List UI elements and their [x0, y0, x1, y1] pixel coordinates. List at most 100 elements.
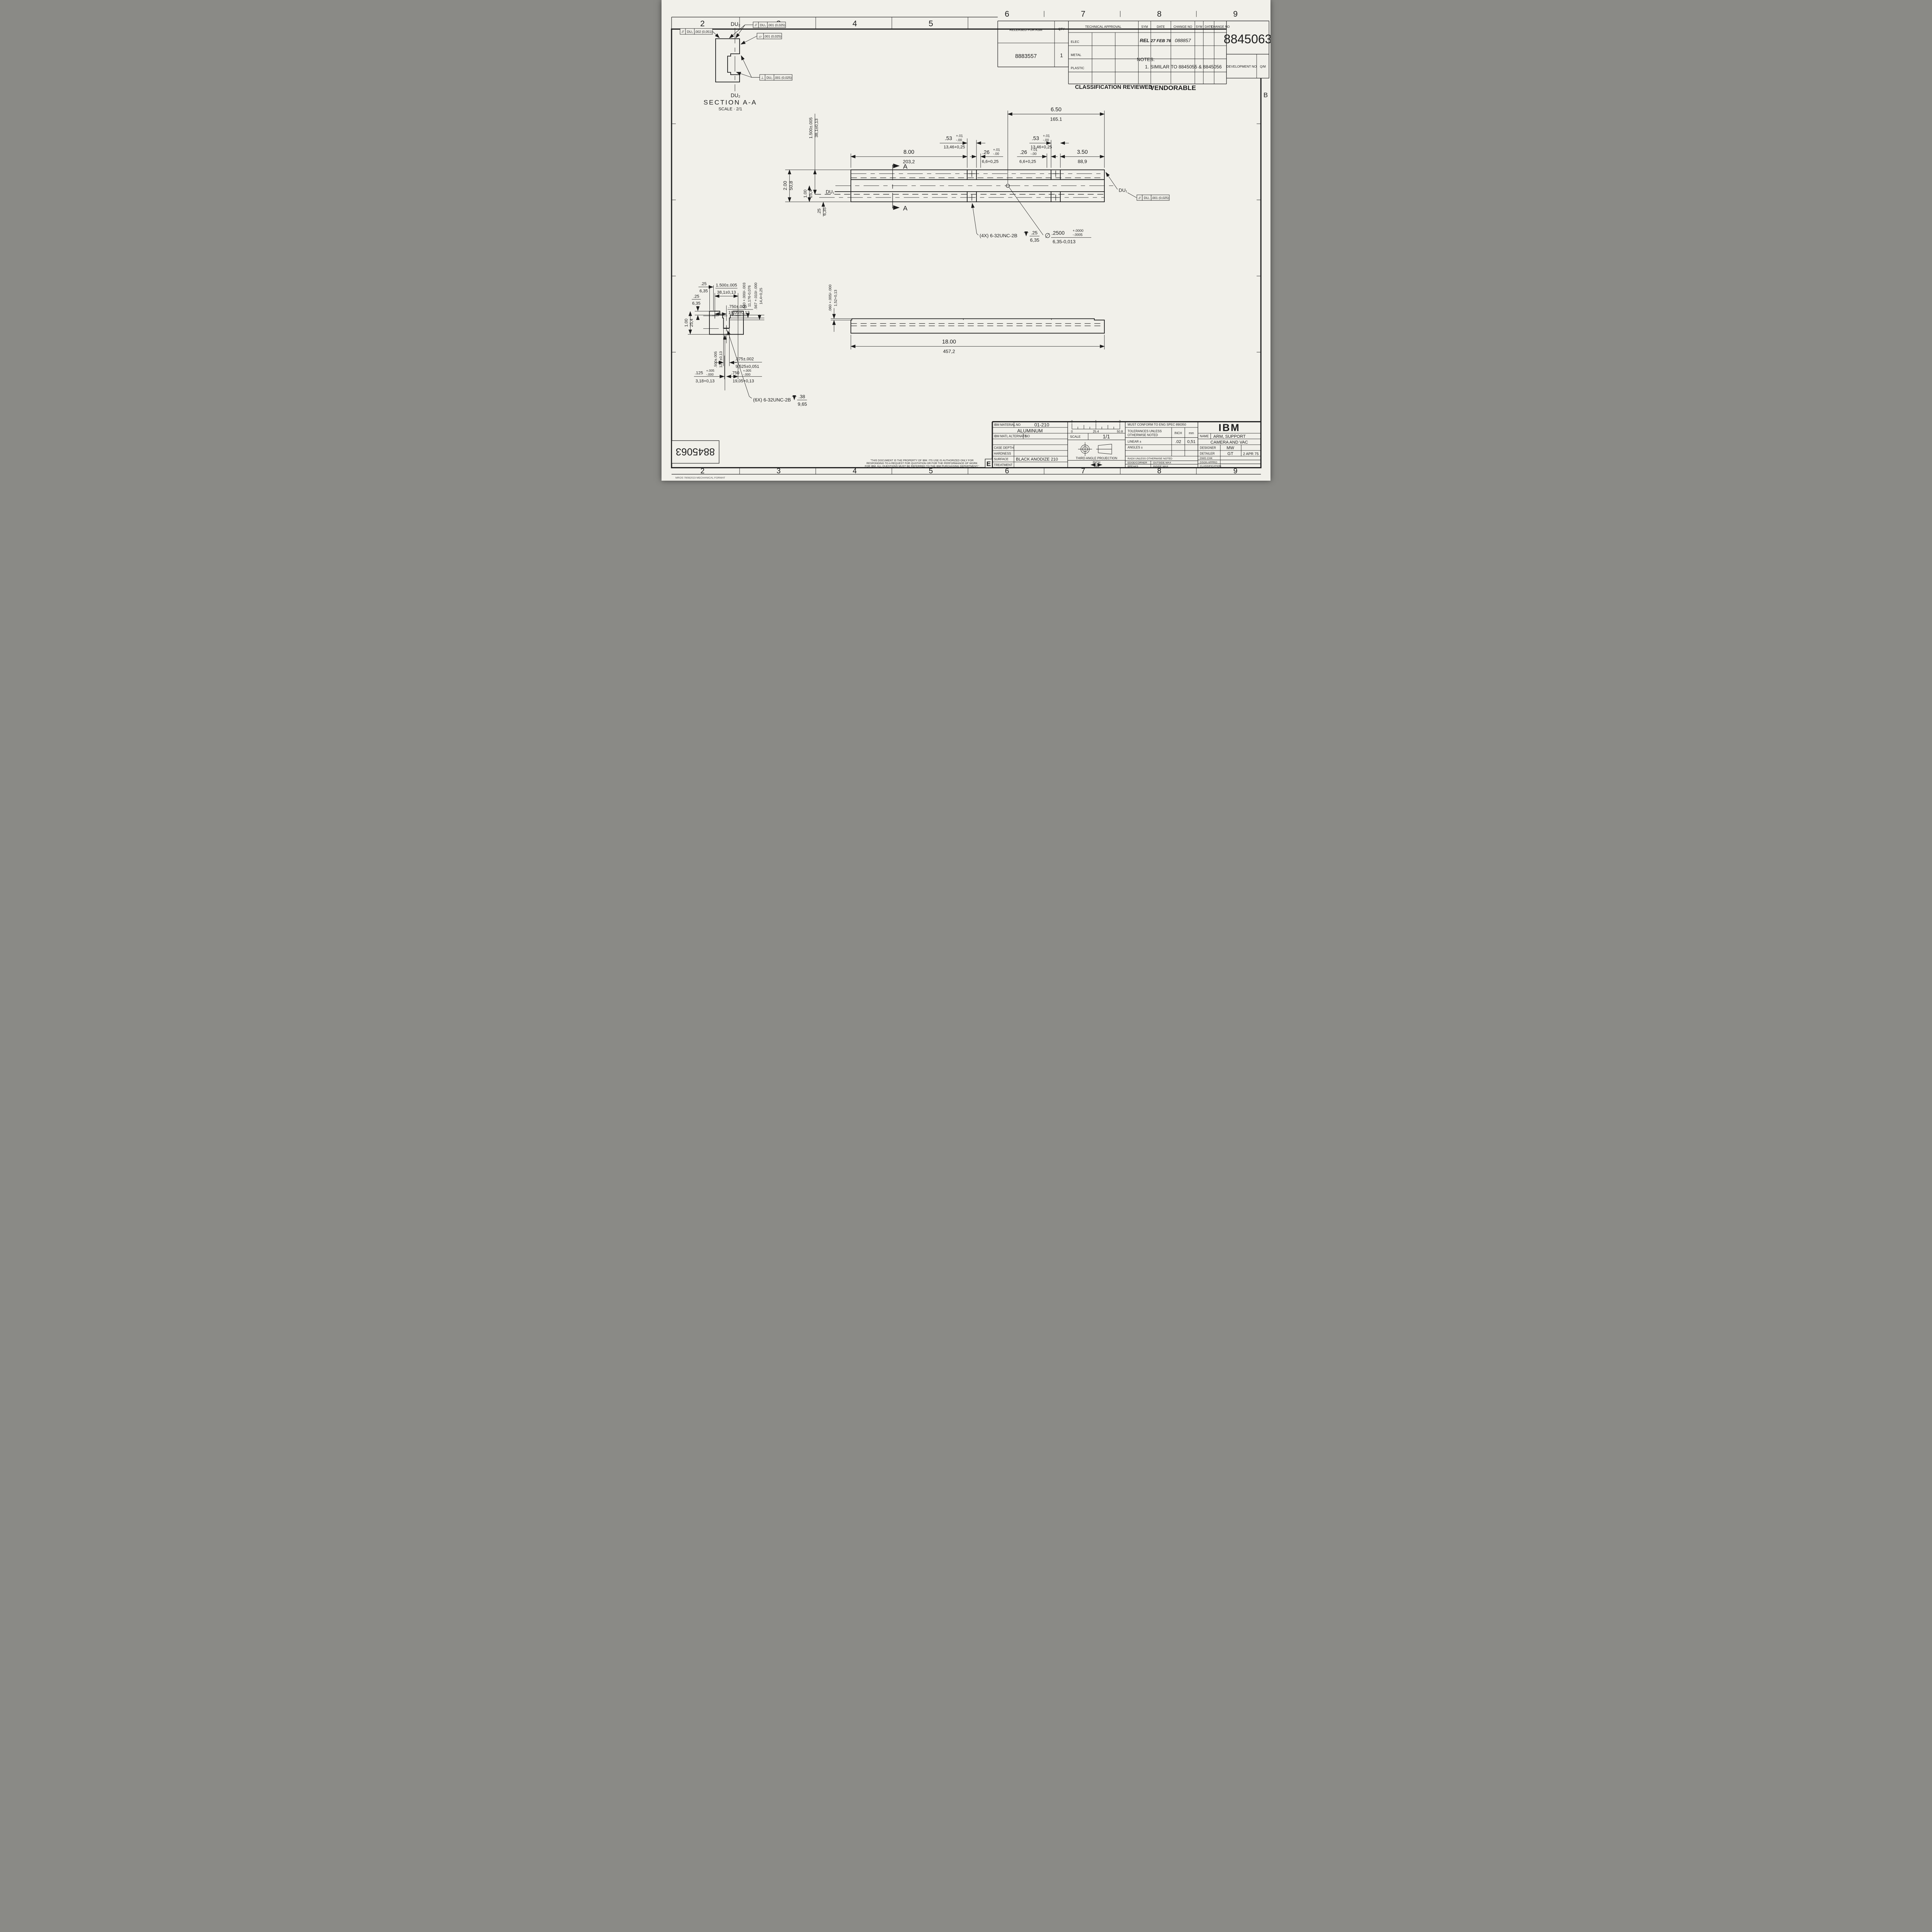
- dim-26L-mm: 6,6+0,25: [982, 159, 998, 164]
- projection-label: THIRD ANGLE PROJECTION: [1076, 456, 1117, 460]
- ruler-in-2: 2: [1119, 420, 1121, 423]
- technical-approval-label: TECHNICAL APPROVAL: [1085, 25, 1121, 29]
- surface-label: SURFACE: [994, 457, 1009, 461]
- fcf-datum: DU₂: [767, 76, 772, 80]
- fcf-tol: .001 (0,025): [1151, 196, 1169, 200]
- fcf-perpendicular: ⊥ DU₂ .001 (0,025): [736, 55, 793, 81]
- fcf-datum: DU₂: [687, 30, 693, 34]
- dim-125-minus: -.000: [706, 372, 714, 376]
- ruler-mm-1: 25.4: [1093, 430, 1099, 433]
- dim-100ev-mm: 25,4: [689, 319, 694, 327]
- mm-label-mid: mm: [1094, 464, 1099, 468]
- part-name-line1: ARM, SUPPORT: [1213, 434, 1246, 439]
- depth-symbol-icon: [792, 395, 797, 400]
- zone-top-7: 7: [1081, 10, 1085, 19]
- dim-125-plus: +.005: [706, 369, 715, 372]
- end-view: .25 6,35 1.500±.005 38,1±0,13 .750±.005 …: [684, 282, 807, 407]
- fcf-datum: DU₂: [760, 23, 766, 27]
- diameter-icon: ∅: [1045, 232, 1051, 239]
- dim-25top-in: .25: [701, 282, 706, 286]
- zone-bottom-2: 2: [701, 467, 705, 475]
- zone-bottom-8: 8: [1157, 467, 1162, 475]
- fcf-du1: // DU₁ .001 (0,025): [1136, 194, 1170, 201]
- fcf-parallel-051: // DU₂ .002 (0,051): [680, 28, 720, 38]
- scale-ruler: 0 1 2 0 25.4 50.8: [1071, 420, 1123, 433]
- detailer-label: DETAILER: [1200, 452, 1215, 455]
- zone-letter-b: B: [1264, 91, 1268, 99]
- parallel-icon: //: [681, 30, 684, 34]
- tap-callout-4x: (4X) 6-32UNC-2B .25 6,35: [971, 203, 1040, 243]
- zone-top-9: 9: [1233, 10, 1238, 19]
- section-aa: DU₂ DU₂ // DU₂ .002 (0,051) // DU₂ .001 …: [680, 21, 793, 111]
- zone-bottom-9: 9: [1233, 467, 1238, 475]
- dim-26L-in: .26: [982, 149, 990, 155]
- tol-col-mm: mm: [1189, 431, 1194, 435]
- datum-du2-bottom: DU₂: [731, 92, 740, 98]
- dowel-hole: [1006, 184, 1010, 188]
- outside-max-label: OUTSIDE MAX: [1153, 462, 1171, 464]
- row-metal: METAL: [1071, 53, 1082, 57]
- dim-25top-mm: 6,35: [699, 289, 707, 294]
- ibm-material-label: IBM MATERIAL: [994, 423, 1015, 427]
- dim-53L-mm: 13,46+0,25: [944, 145, 965, 150]
- dim-26L-minus: -.00: [993, 152, 999, 156]
- ruler-mm-2: 50.8: [1117, 430, 1123, 433]
- dim-53R-minus: -.00: [1043, 138, 1049, 142]
- dim-1500ev-in: 1.500±.005: [716, 283, 737, 287]
- tol-col-inch: INCH: [1174, 431, 1182, 435]
- qty-value: 1: [1060, 53, 1063, 58]
- sym-header-2: SYM: [1196, 25, 1203, 29]
- zone-bottom-7: 7: [1081, 467, 1085, 475]
- material-no-value: 01-210: [1034, 422, 1049, 427]
- change-no-header-2: CHANGE NO: [1211, 25, 1230, 29]
- detail-date: 2 APR 75: [1243, 452, 1259, 456]
- zone-top-5: 5: [929, 19, 933, 28]
- linear-inch-value: .02: [1175, 439, 1181, 444]
- fcf-tol: .001 (0,025): [768, 23, 785, 27]
- radii-label: RADII UNLESS OTHERWISE NOTED: [1128, 457, 1172, 460]
- dim-200-in: 2.00: [782, 181, 788, 190]
- dim-53R-plus: +.01: [1043, 134, 1050, 138]
- dim-750bot-plus: +.005: [743, 369, 752, 372]
- dim-25side-mm: 6,35: [692, 301, 700, 306]
- zone-top-2: 2: [700, 19, 705, 28]
- released-for-asm-value: 8883557: [1015, 53, 1037, 60]
- linear-label: LINEAR ±: [1128, 440, 1141, 443]
- bottom-view: .060 +.005/-.000 1,52+0,13 18.00 457,2: [828, 284, 1105, 354]
- perpendicular-icon: ⊥: [761, 76, 764, 80]
- dim-8in: 8.00: [903, 149, 914, 155]
- footer: 8845063 MROS 78082023 MECHANICAL FORMAT: [672, 440, 725, 479]
- dim-750bot-mm: 19,05+0,13: [733, 379, 754, 383]
- dim-26R-plus: +.01: [1031, 148, 1037, 151]
- dim-060-in: .060 +.005/-.000: [828, 284, 833, 311]
- dim-375-mm: 9,525±0,051: [736, 364, 759, 369]
- dim-750top-in: .750±.005: [728, 304, 747, 309]
- dim-500-mm: 12,7±0,13: [719, 351, 723, 368]
- dim-53L-in: .53: [945, 136, 952, 141]
- designer-value: MW: [1226, 446, 1234, 450]
- zone-bottom-5: 5: [929, 467, 933, 475]
- released-for-asm-label: RELEASED FOR ASM: [1010, 28, 1043, 32]
- development-no-label: DEVELOPMENT NO: [1226, 65, 1257, 68]
- dim-25-mm: 6,35: [823, 207, 827, 216]
- parallel-icon: //: [1138, 196, 1141, 200]
- hole-center-marks: [712, 313, 741, 332]
- parallel-icon: //: [755, 23, 758, 27]
- cut-label-a-bottom: A: [903, 204, 908, 212]
- matl-alternate-value: NO: [1025, 435, 1030, 438]
- fcf-parallel-025: // DU₂ .001 (0,025): [729, 22, 786, 39]
- material-no-label: NO: [1016, 423, 1020, 427]
- depth-symbol-icon: [1024, 231, 1029, 236]
- material-name: ALUMINUM: [1017, 428, 1043, 434]
- scale-label: SCALE: [1070, 435, 1081, 439]
- datum-du1-right: DU₁: [1119, 187, 1127, 193]
- section-title: SECTION A-A: [704, 99, 757, 106]
- tap6-depth-in: .38: [798, 394, 805, 400]
- engineering-drawing: 2 3 4 5 6 7 8 9 2 3 4 5 6 7 8 9 B: [671, 10, 1270, 479]
- case-depth-label: CASE DEPTH: [994, 446, 1014, 450]
- section-cut-shape: [715, 38, 740, 83]
- dim-1500ev-mm: 38,1±0,13: [717, 290, 736, 295]
- dim-100-in: 1.00: [803, 190, 808, 198]
- inside-max-label: INSIDE MAX: [1153, 465, 1168, 468]
- dim-200-mm: 50,8: [788, 181, 794, 190]
